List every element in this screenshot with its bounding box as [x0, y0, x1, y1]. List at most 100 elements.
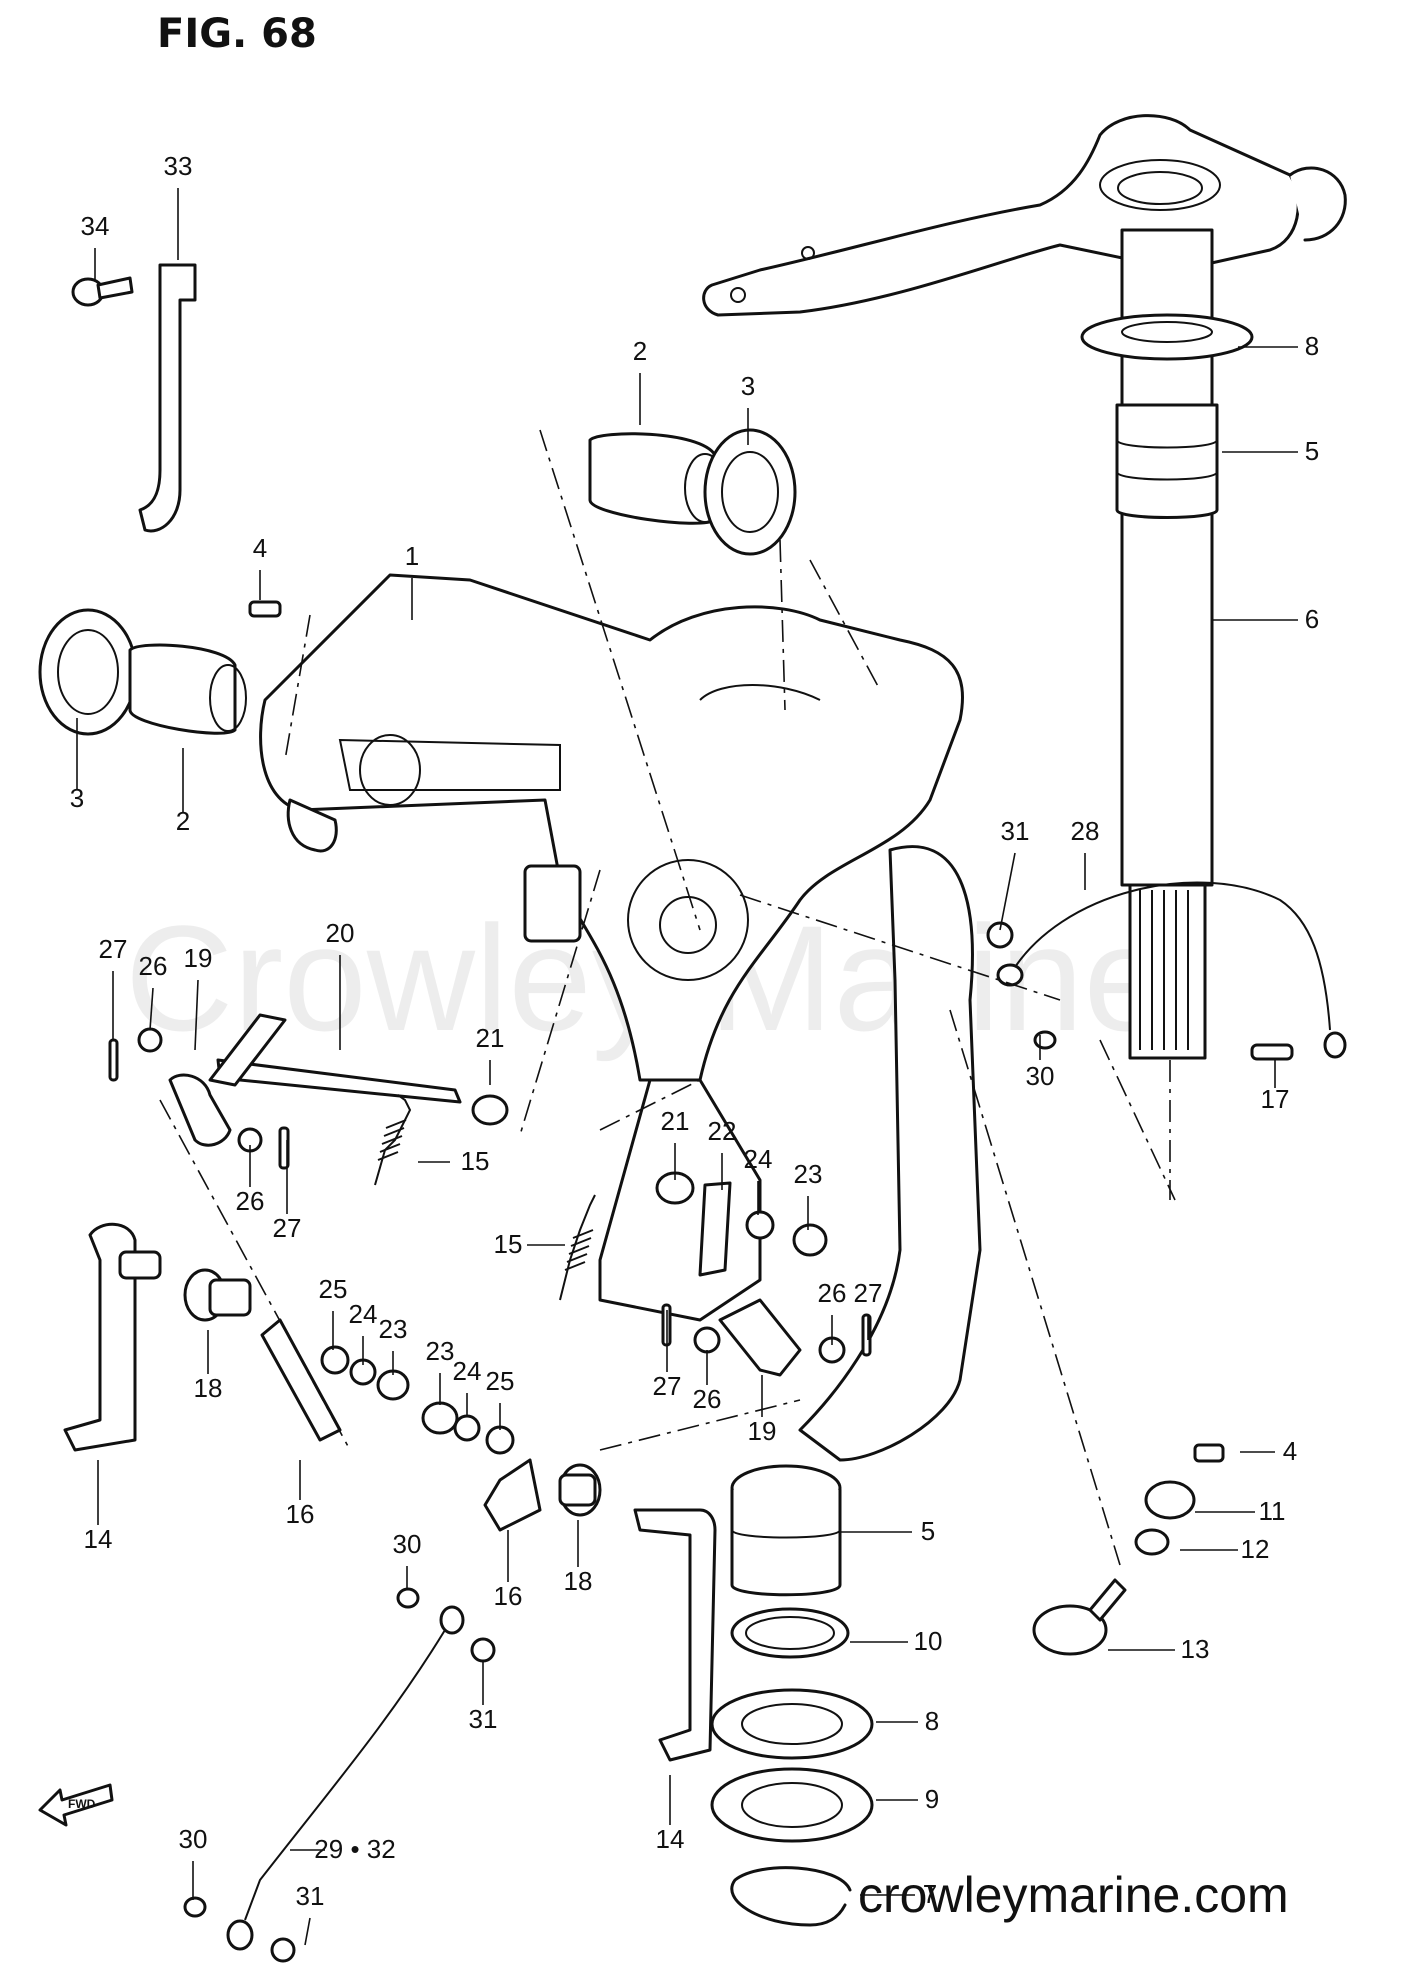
pin-17 [1250, 1043, 1294, 1061]
callout-leader-c26a [149, 987, 154, 1031]
callout-c12: 12 [1241, 1534, 1270, 1564]
callout-leader-c31c [304, 1917, 311, 1946]
callout-c27c: 27 [854, 1278, 883, 1308]
spring-15-lower [559, 1194, 596, 1301]
figure-title: FIG. 68 [157, 11, 317, 57]
callout-c24b: 24 [349, 1299, 378, 1329]
callout-c10: 10 [914, 1626, 943, 1656]
callout-c8a: 8 [1305, 331, 1319, 361]
callout-c18a: 18 [194, 1373, 223, 1403]
callout-c26a: 26 [139, 951, 168, 981]
hardware-group [108, 1027, 872, 1455]
callout-c16b: 16 [494, 1581, 523, 1611]
callout-c34: 34 [81, 211, 110, 241]
callout-c13: 13 [1181, 1634, 1210, 1664]
link-19-left [168, 1073, 232, 1147]
callout-c22: 22 [708, 1116, 737, 1146]
callout-c30a: 30 [1026, 1061, 1055, 1091]
link-16-right [483, 1458, 542, 1532]
callout-c15a: 15 [461, 1146, 490, 1176]
callout-c16a: 16 [286, 1499, 315, 1529]
callout-c28: 28 [1071, 816, 1100, 846]
bushing-5-lower [730, 1464, 842, 1597]
tilt-lever-14-right [633, 1508, 717, 1762]
washer-3-lower [38, 608, 138, 736]
callout-c19a: 19 [184, 943, 213, 973]
washer-8-upper [1080, 313, 1254, 361]
assembly-lines [159, 429, 1176, 1566]
callout-c18b: 18 [564, 1566, 593, 1596]
bushing-10 [730, 1607, 850, 1659]
ground-wire-29-32 [226, 1605, 465, 1951]
callout-c26b: 26 [236, 1186, 265, 1216]
site-url: crowleymarine.com [858, 1867, 1289, 1923]
bolt-13 [1032, 1578, 1127, 1656]
callout-c2a: 2 [633, 336, 647, 366]
callout-c33: 33 [164, 151, 193, 181]
callout-c31c: 31 [296, 1881, 325, 1911]
nut-11 [1144, 1480, 1196, 1520]
callout-c27b: 27 [273, 1213, 302, 1243]
callout-c11: 11 [1259, 1496, 1286, 1526]
callout-c4b: 4 [1283, 1436, 1297, 1466]
callout-c31b: 31 [469, 1704, 498, 1734]
callout-c23b: 23 [379, 1314, 408, 1344]
fwd-label: FWD [68, 1797, 96, 1811]
callout-c23a: 23 [794, 1159, 823, 1189]
ground-wire-28 [996, 881, 1347, 1059]
callout-c24a: 24 [744, 1144, 773, 1174]
callout-leader-c19a [194, 979, 199, 1051]
callout-c5a: 5 [1305, 436, 1319, 466]
link-19-right [718, 1298, 802, 1377]
callout-c25a: 25 [319, 1274, 348, 1304]
callout-c24c: 24 [453, 1356, 482, 1386]
steering-arm [702, 114, 1347, 317]
callout-c6: 6 [1305, 604, 1319, 634]
callout-c19b: 19 [748, 1416, 777, 1446]
callout-c26c: 26 [818, 1278, 847, 1308]
callout-c14a: 14 [84, 1524, 113, 1554]
grease-fitting-4-upper [248, 600, 282, 618]
callout-c30b: 30 [393, 1529, 422, 1559]
callout-c30c: 30 [179, 1824, 208, 1854]
callout-c5b: 5 [921, 1516, 935, 1546]
callout-c9: 9 [925, 1784, 939, 1814]
bracket-33 [138, 263, 197, 533]
plug-18-right [558, 1463, 602, 1517]
link-16-left [260, 1318, 342, 1442]
washer-8-lower [710, 1688, 874, 1760]
callout-c29: 29 • 32 [314, 1834, 395, 1864]
callout-c27d: 27 [653, 1371, 682, 1401]
callout-c21a: 21 [476, 1023, 505, 1053]
callout-c26d: 26 [693, 1384, 722, 1414]
snap-ring-7 [730, 1866, 852, 1927]
callout-c8b: 8 [925, 1706, 939, 1736]
callout-c25b: 25 [486, 1366, 515, 1396]
fwd-arrow-icon: FWD [38, 1783, 114, 1827]
callout-c2b: 2 [176, 806, 190, 836]
spline-end [1128, 883, 1207, 1060]
tilt-rod-20 [208, 1013, 462, 1104]
callout-c3b: 3 [70, 783, 84, 813]
bolt-34 [71, 276, 134, 307]
callout-c4a: 4 [253, 533, 267, 563]
tilt-lever-14-left [63, 1222, 162, 1452]
plug-18-left [183, 1268, 252, 1322]
callout-c15b: 15 [494, 1229, 523, 1259]
callout-c3a: 3 [741, 371, 755, 401]
bushing-2-lower [128, 643, 247, 735]
callout-leader-c31a [999, 852, 1016, 931]
callout-c17: 17 [1261, 1084, 1290, 1114]
callout-c14b: 14 [656, 1824, 685, 1854]
callout-c21b: 21 [661, 1106, 690, 1136]
bushing-5-upper [1115, 403, 1219, 519]
callout-c7: 7 [923, 1879, 937, 1909]
spring-15-upper [374, 1094, 412, 1186]
callout-c1: 1 [405, 541, 419, 571]
washer-3-upper [703, 428, 797, 556]
callout-c20: 20 [326, 918, 355, 948]
washer-9 [710, 1767, 874, 1843]
callout-c31a: 31 [1001, 816, 1030, 846]
